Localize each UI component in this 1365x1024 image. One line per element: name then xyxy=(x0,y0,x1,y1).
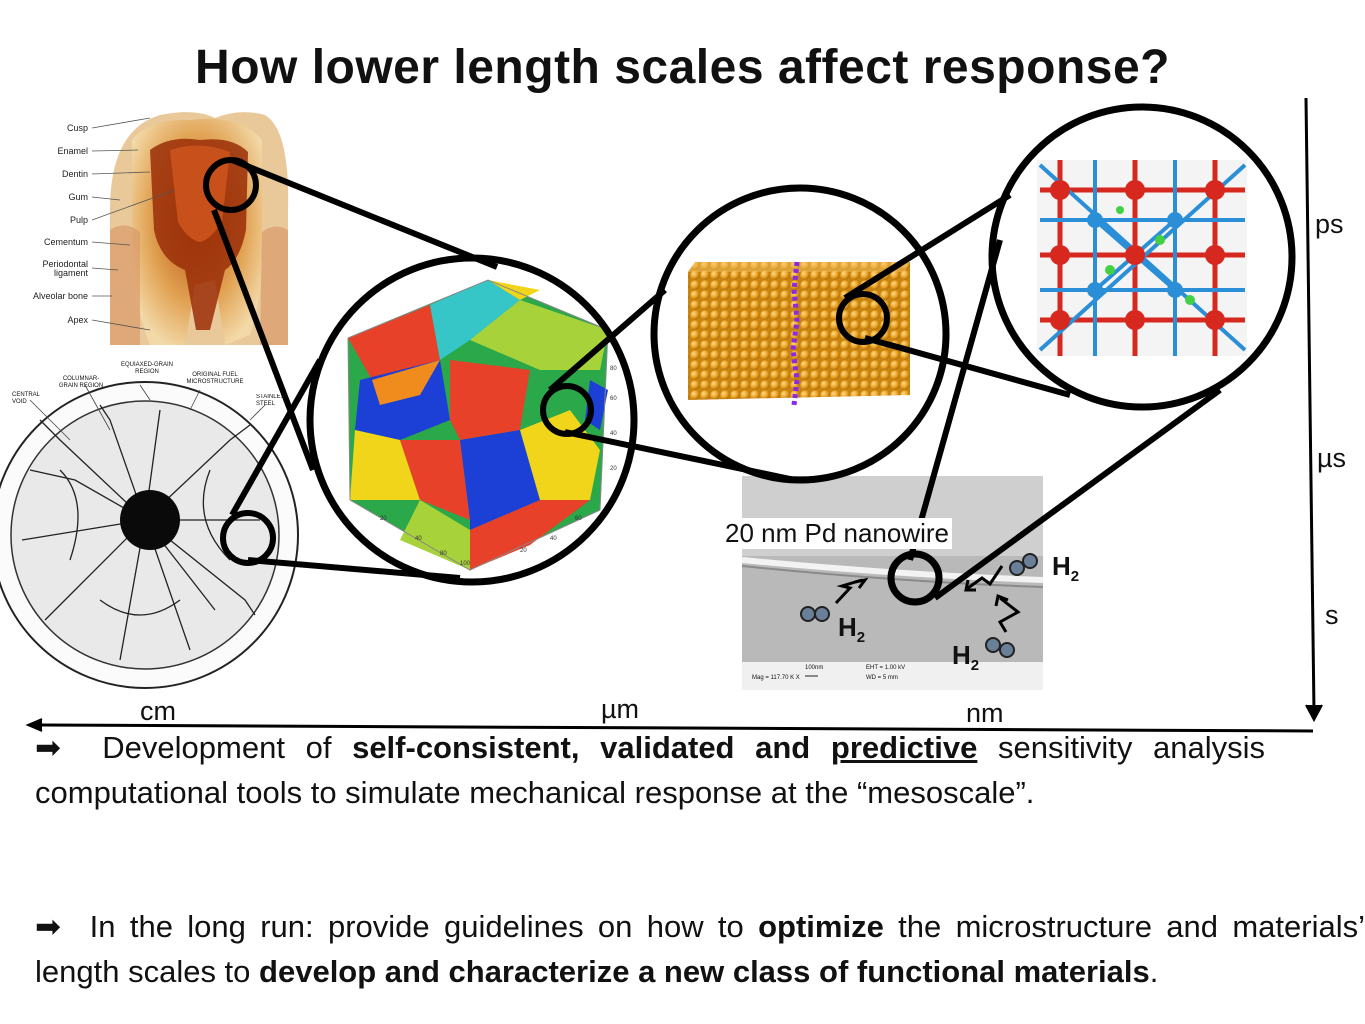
tooth-label-dentin: Dentin xyxy=(61,169,88,179)
axes xyxy=(25,97,1323,733)
fuel-pellet-micrograph xyxy=(0,381,299,689)
svg-text:80: 80 xyxy=(440,551,447,557)
tooth-label-alveolar-bone: Alveolar bone xyxy=(32,291,88,301)
svg-text:20: 20 xyxy=(380,516,387,522)
sem-mag: Mag = 117.70 K X xyxy=(752,675,800,681)
atomic-lattice xyxy=(992,107,1292,407)
tooth-label-pulp: Pulp xyxy=(69,215,88,225)
tooth-label-cementum: Cementum xyxy=(43,237,88,247)
time-label-us: µs xyxy=(1317,443,1347,473)
sem-wd: WD = 5 mm xyxy=(866,675,898,681)
tooth-diagram xyxy=(91,112,289,345)
arrow-bullet-icon: ➡ xyxy=(35,730,61,765)
time-axis-arrowhead xyxy=(1305,704,1323,723)
svg-text:40: 40 xyxy=(610,431,617,437)
time-label-s: s xyxy=(1325,600,1339,630)
tooth-label-enamel: Enamel xyxy=(57,146,88,156)
h2-label: H2 xyxy=(838,612,866,647)
svg-text:40: 40 xyxy=(415,536,422,542)
h2-molecules xyxy=(800,553,1038,658)
tooth-label-gum: Gum xyxy=(68,192,88,202)
tooth-label-periodontal-ligament: Periodontal ligament xyxy=(42,259,88,278)
length-label-um: µm xyxy=(601,694,640,724)
fuel-label-columnar-grain: COLUMNAR-GRAIN REGION xyxy=(58,376,104,389)
svg-text:60: 60 xyxy=(575,516,582,522)
zoom-circles xyxy=(203,103,1296,606)
length-axis-arrowhead xyxy=(25,718,43,732)
zoom-connectors xyxy=(211,157,1222,601)
slide-title: How lower length scales affect response? xyxy=(195,41,1170,94)
svg-text:80: 80 xyxy=(610,366,617,372)
length-label-nm: nm xyxy=(966,698,1004,728)
bullet-development: ➡ Development of self-consistent, valida… xyxy=(35,730,1265,810)
fuel-label-original-microstructure: ORIGINAL FUEL MICROSTRUCTURE xyxy=(186,372,244,385)
fuel-label-equiaxed-grain: EQUIAXED-GRAIN REGION xyxy=(120,362,173,375)
fuel-label-central-void: CENTRAL VOID xyxy=(12,392,40,405)
svg-text:20: 20 xyxy=(610,466,617,472)
length-label-cm: cm xyxy=(140,696,176,726)
fuel-label-steel-clad: STAINLESS STEEL CLAD xyxy=(256,394,286,407)
bullet-long-run: ➡ In the long run: provide guidelines on… xyxy=(35,909,1365,989)
time-label-ps: ps xyxy=(1315,209,1344,239)
svg-text:40: 40 xyxy=(550,536,557,542)
h2-label: H2 xyxy=(952,640,980,675)
tooth-label-apex: Apex xyxy=(67,315,88,325)
sem-scalebar-label: 100nm xyxy=(805,665,824,671)
time-axis xyxy=(1304,97,1316,713)
svg-text:20: 20 xyxy=(520,548,527,554)
tooth-label-cusp: Cusp xyxy=(66,123,88,133)
nanowire-label: 20 nm Pd nanowire xyxy=(722,518,953,549)
svg-text:60: 60 xyxy=(610,396,617,402)
h2-label: H2 xyxy=(1052,551,1080,586)
sem-eht: EHT = 1.00 kV xyxy=(866,665,906,671)
arrow-bullet-icon: ➡ xyxy=(35,909,61,944)
svg-text:100: 100 xyxy=(460,561,471,567)
length-axis xyxy=(41,723,1314,733)
